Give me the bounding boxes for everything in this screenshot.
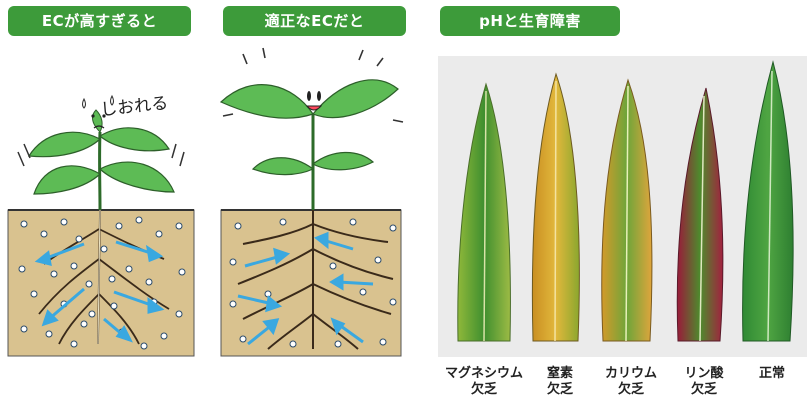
leaf-left-lower bbox=[33, 165, 102, 195]
soil-block bbox=[7, 209, 195, 357]
leaf-photo-leaves bbox=[457, 60, 794, 342]
leaf-left-top bbox=[219, 84, 314, 119]
leaf-right-top bbox=[312, 79, 399, 119]
leaf-label-magnesium: マグネシウム欠乏 bbox=[444, 366, 523, 397]
leaf-normal bbox=[742, 60, 794, 342]
leaf-phosphorus bbox=[676, 87, 724, 342]
high-ec-illustration bbox=[7, 94, 195, 357]
leaf-label-potassium: カリウム欠乏 bbox=[604, 366, 657, 397]
leaf-right-upper bbox=[98, 127, 170, 152]
tag-proper-ec: 適正なECだと bbox=[223, 6, 406, 36]
leaf-left-mid bbox=[251, 157, 315, 176]
leaf-label-normal: 正常 bbox=[758, 366, 785, 381]
leaf-label-nitrogen: 窒素欠乏 bbox=[546, 366, 573, 397]
tag-ph-growth: pHと生育障害 bbox=[440, 6, 620, 36]
leaf-left-upper bbox=[27, 131, 102, 158]
tag-high-ec: ECが高すぎると bbox=[8, 6, 191, 36]
leaf-right-mid bbox=[311, 151, 375, 171]
leaf-right-lower bbox=[98, 161, 175, 193]
soil-block bbox=[220, 209, 402, 357]
proper-ec-illustration bbox=[219, 47, 404, 357]
leaf-label-phosphorus: リン酸欠乏 bbox=[684, 366, 724, 397]
